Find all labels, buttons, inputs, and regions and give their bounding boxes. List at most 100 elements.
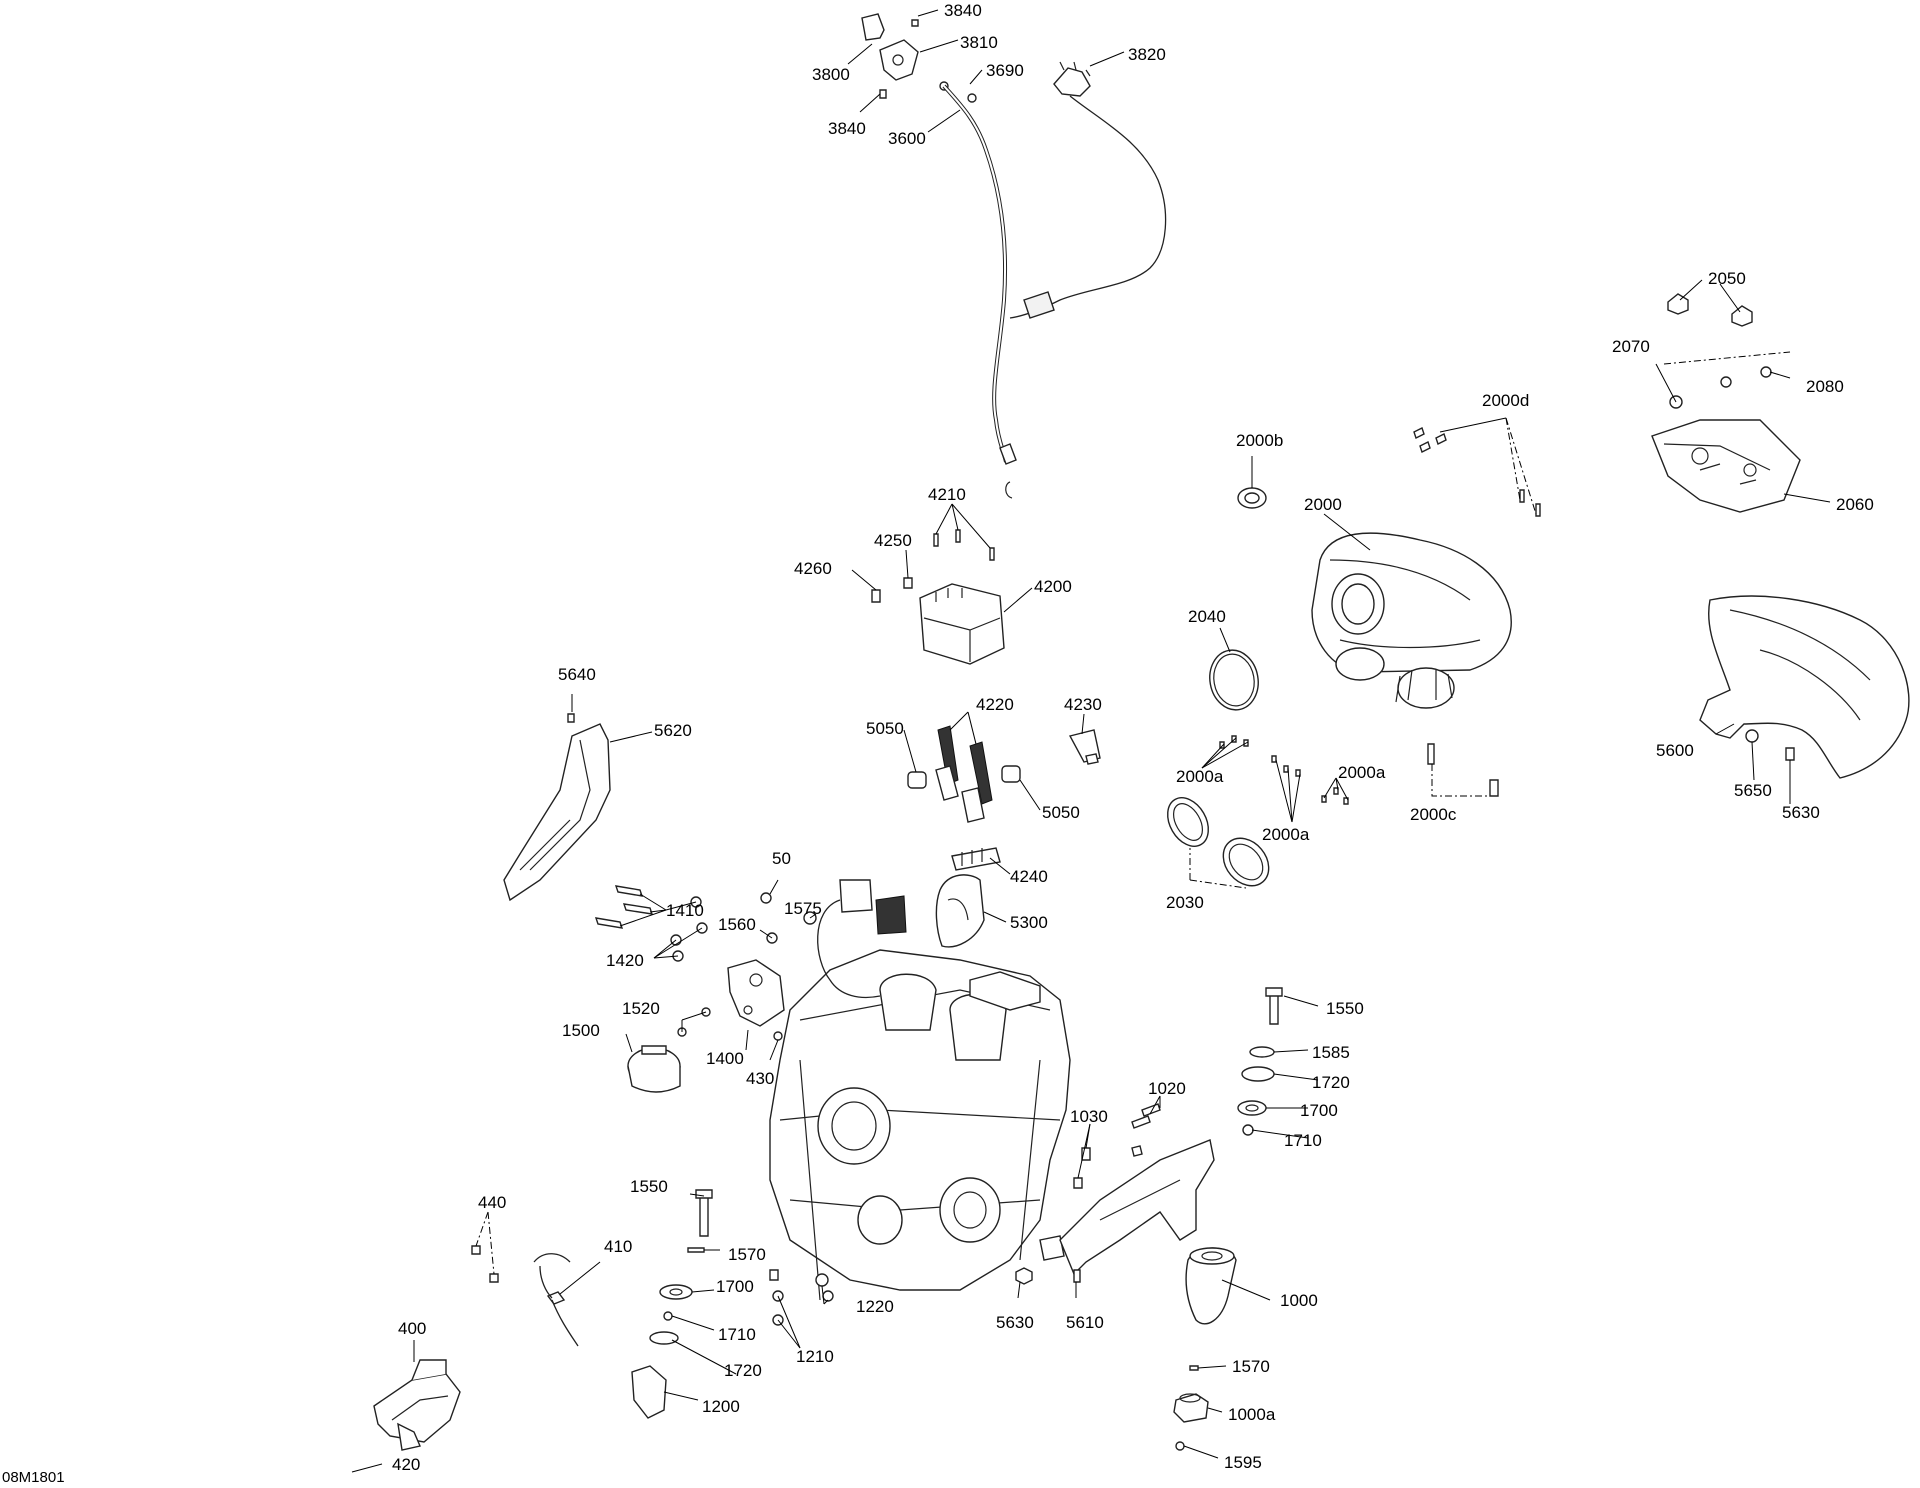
callout-1560: 1560 <box>718 915 756 934</box>
part-2000c-sensor <box>1427 743 1499 797</box>
callout-3810: 3810 <box>960 33 998 52</box>
callout-3840: 3840 <box>944 1 982 20</box>
callout-1200: 1200 <box>702 1397 740 1416</box>
part-3800-bracket <box>861 13 977 103</box>
part-400-mount <box>373 1359 461 1451</box>
parts-artwork <box>373 13 1910 1451</box>
callout-5630-lower: 5630 <box>996 1313 1034 1332</box>
callout-1570: 1570 <box>728 1245 766 1264</box>
part-2000a-screws <box>1219 735 1349 805</box>
part-4240-connector <box>951 847 1001 871</box>
callout-2000a-right: 2000a <box>1338 763 1386 782</box>
part-5620-panel <box>503 713 611 902</box>
callout-2000d: 2000d <box>1482 391 1529 410</box>
callout-1550-lower: 1550 <box>630 1177 668 1196</box>
callout-5050-right: 5050 <box>1042 803 1080 822</box>
callout-4200: 4200 <box>1034 577 1072 596</box>
callout-2060: 2060 <box>1836 495 1874 514</box>
callout-5050: 5050 <box>866 719 904 738</box>
callout-4250: 4250 <box>874 531 912 550</box>
callout-4230: 4230 <box>1064 695 1102 714</box>
callout-5620: 5620 <box>654 721 692 740</box>
part-2000d-screws <box>1413 427 1541 517</box>
callout-1720-lower: 1720 <box>724 1361 762 1380</box>
callout-1500: 1500 <box>562 1021 600 1040</box>
part-3600-cable <box>942 84 1017 499</box>
callout-2000b: 2000b <box>1236 431 1283 450</box>
part-410-sensor <box>471 1245 579 1347</box>
callout-5600: 5600 <box>1656 741 1694 760</box>
part-lower-left-stack <box>631 1189 834 1419</box>
part-5600-guard <box>1699 595 1910 779</box>
callout-1595: 1595 <box>1224 1453 1262 1472</box>
part-4220-straps <box>907 725 1021 823</box>
callout-1700-lower: 1700 <box>716 1277 754 1296</box>
callout-1570-lower: 1570 <box>1232 1357 1270 1376</box>
callout-1210: 1210 <box>796 1347 834 1366</box>
callout-2000a-left: 2000a <box>1176 767 1224 786</box>
callout-1000a: 1000a <box>1228 1405 1276 1424</box>
callout-1720: 1720 <box>1312 1073 1350 1092</box>
callout-1520: 1520 <box>622 999 660 1018</box>
callout-1710-lower: 1710 <box>718 1325 756 1344</box>
part-2040-clamp <box>1209 649 1259 711</box>
callout-2040: 2040 <box>1188 607 1226 626</box>
part-1410-bolts <box>594 885 708 962</box>
part-2000-airbox <box>1311 532 1512 709</box>
callout-4240: 4240 <box>1010 867 1048 886</box>
part-3820-harness <box>1009 61 1167 319</box>
callout-4210: 4210 <box>928 485 966 504</box>
callout-3690: 3690 <box>986 61 1024 80</box>
drawing-code: 08M1801 <box>2 1469 65 1486</box>
callout-5630: 5630 <box>1782 803 1820 822</box>
callout-440: 440 <box>478 1193 506 1212</box>
callout-50: 50 <box>772 849 791 868</box>
callout-1400: 1400 <box>706 1049 744 1068</box>
part-2030-sleeves <box>1167 797 1270 887</box>
callout-2000a-center: 2000a <box>1262 825 1310 844</box>
callout-1030: 1030 <box>1070 1107 1108 1126</box>
callout-1550: 1550 <box>1326 999 1364 1018</box>
callout-420: 420 <box>392 1455 420 1474</box>
part-1500-mount <box>627 1045 681 1093</box>
part-1000-mount <box>1173 1247 1237 1451</box>
callout-4260: 4260 <box>794 559 832 578</box>
callout-2000c: 2000c <box>1410 805 1457 824</box>
callout-4220: 4220 <box>976 695 1014 714</box>
callout-2030: 2030 <box>1166 893 1204 912</box>
callout-1220: 1220 <box>856 1297 894 1316</box>
part-2000b-grommet <box>1237 487 1267 509</box>
part-engine-assembly <box>769 879 1071 1301</box>
callout-5300: 5300 <box>1010 913 1048 932</box>
callout-3600: 3600 <box>888 129 926 148</box>
callout-1000: 1000 <box>1280 1291 1318 1310</box>
part-1020-bolts <box>1073 1103 1161 1189</box>
part-5300-cover <box>935 874 985 948</box>
callout-400: 400 <box>398 1319 426 1338</box>
callout-5650: 5650 <box>1734 781 1772 800</box>
callout-2050: 2050 <box>1708 269 1746 288</box>
callout-2070: 2070 <box>1612 337 1650 356</box>
callout-2000: 2000 <box>1304 495 1342 514</box>
part-4230-sensor <box>1068 729 1101 765</box>
callout-1710: 1710 <box>1284 1131 1322 1150</box>
part-1400-bracket <box>727 959 785 1027</box>
callout-1575: 1575 <box>784 899 822 918</box>
callout-2080: 2080 <box>1806 377 1844 396</box>
callout-410: 410 <box>604 1237 632 1256</box>
callout-3820: 3820 <box>1128 45 1166 64</box>
callout-1700: 1700 <box>1300 1101 1338 1120</box>
callout-430: 430 <box>746 1069 774 1088</box>
leader-lines <box>351 9 1831 1473</box>
callout-3800: 3800 <box>812 65 850 84</box>
part-right-fastener-stack <box>1237 987 1283 1136</box>
part-4200-module <box>871 529 1005 665</box>
part-5610-plate <box>1059 1139 1215 1283</box>
callout-3840-lower: 3840 <box>828 119 866 138</box>
part-2060-mount <box>1651 293 1801 513</box>
callout-1420: 1420 <box>606 951 644 970</box>
callout-5640: 5640 <box>558 665 596 684</box>
callout-1585: 1585 <box>1312 1043 1350 1062</box>
callout-labels: 3840 3810 3820 3800 3690 3840 3600 2050 … <box>2 1 1874 1486</box>
